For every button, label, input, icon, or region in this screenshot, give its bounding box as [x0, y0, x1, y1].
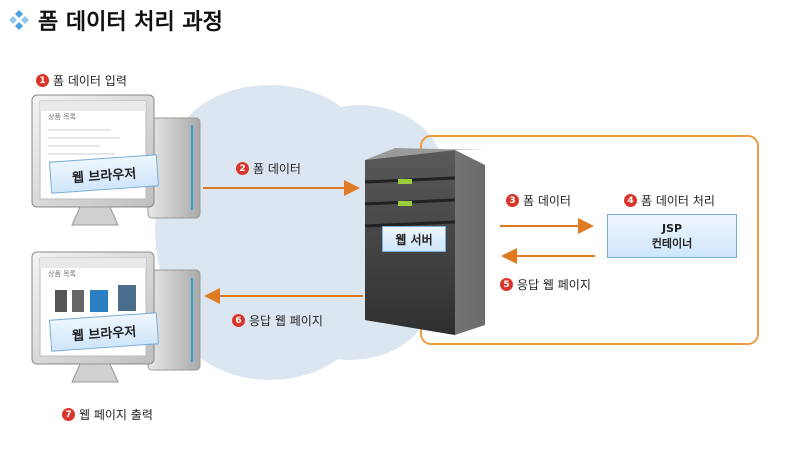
step-number-badge: 5	[500, 278, 513, 291]
step-number-badge: 1	[36, 74, 49, 87]
jsp-container-line2: 컨테이너	[651, 237, 693, 250]
step-number-badge: 3	[506, 194, 519, 207]
step-number-badge: 2	[236, 162, 249, 175]
step-6-label: 6 응답 웹 페이지	[232, 312, 323, 329]
step-1-label: 1 폼 데이터 입력	[36, 72, 127, 89]
page-title: 폼 데이터 처리 과정	[8, 4, 223, 36]
jsp-container-line1: JSP	[661, 222, 683, 235]
web-server-label: 웹 서버	[382, 226, 446, 252]
step-5-label: 5 응답 웹 페이지	[500, 276, 591, 293]
screen-header-top: 상품 목록	[48, 113, 76, 121]
page-title-text: 폼 데이터 처리 과정	[38, 10, 223, 35]
step-4-label: 4 폼 데이터 처리	[624, 192, 715, 209]
jsp-container-box: JSP 컨테이너	[607, 214, 737, 258]
step-2-label: 2 폼 데이터	[236, 160, 301, 177]
step-text: 폼 데이터	[253, 162, 301, 176]
step-text: 웹 페이지 출력	[79, 408, 153, 422]
step-text: 폼 데이터 처리	[641, 194, 715, 208]
step-number-badge: 4	[624, 194, 637, 207]
step-text: 폼 데이터	[523, 194, 571, 208]
step-3-label: 3 폼 데이터	[506, 192, 571, 209]
step-text: 응답 웹 페이지	[517, 278, 591, 292]
step-7-label: 7 웹 페이지 출력	[62, 406, 153, 423]
step-text: 폼 데이터 입력	[53, 74, 127, 88]
diamond-cluster-icon	[9, 10, 29, 30]
step-number-badge: 7	[62, 408, 75, 421]
step-text: 응답 웹 페이지	[249, 314, 323, 328]
step-number-badge: 6	[232, 314, 245, 327]
screen-header-bottom: 상품 목록	[48, 270, 76, 278]
